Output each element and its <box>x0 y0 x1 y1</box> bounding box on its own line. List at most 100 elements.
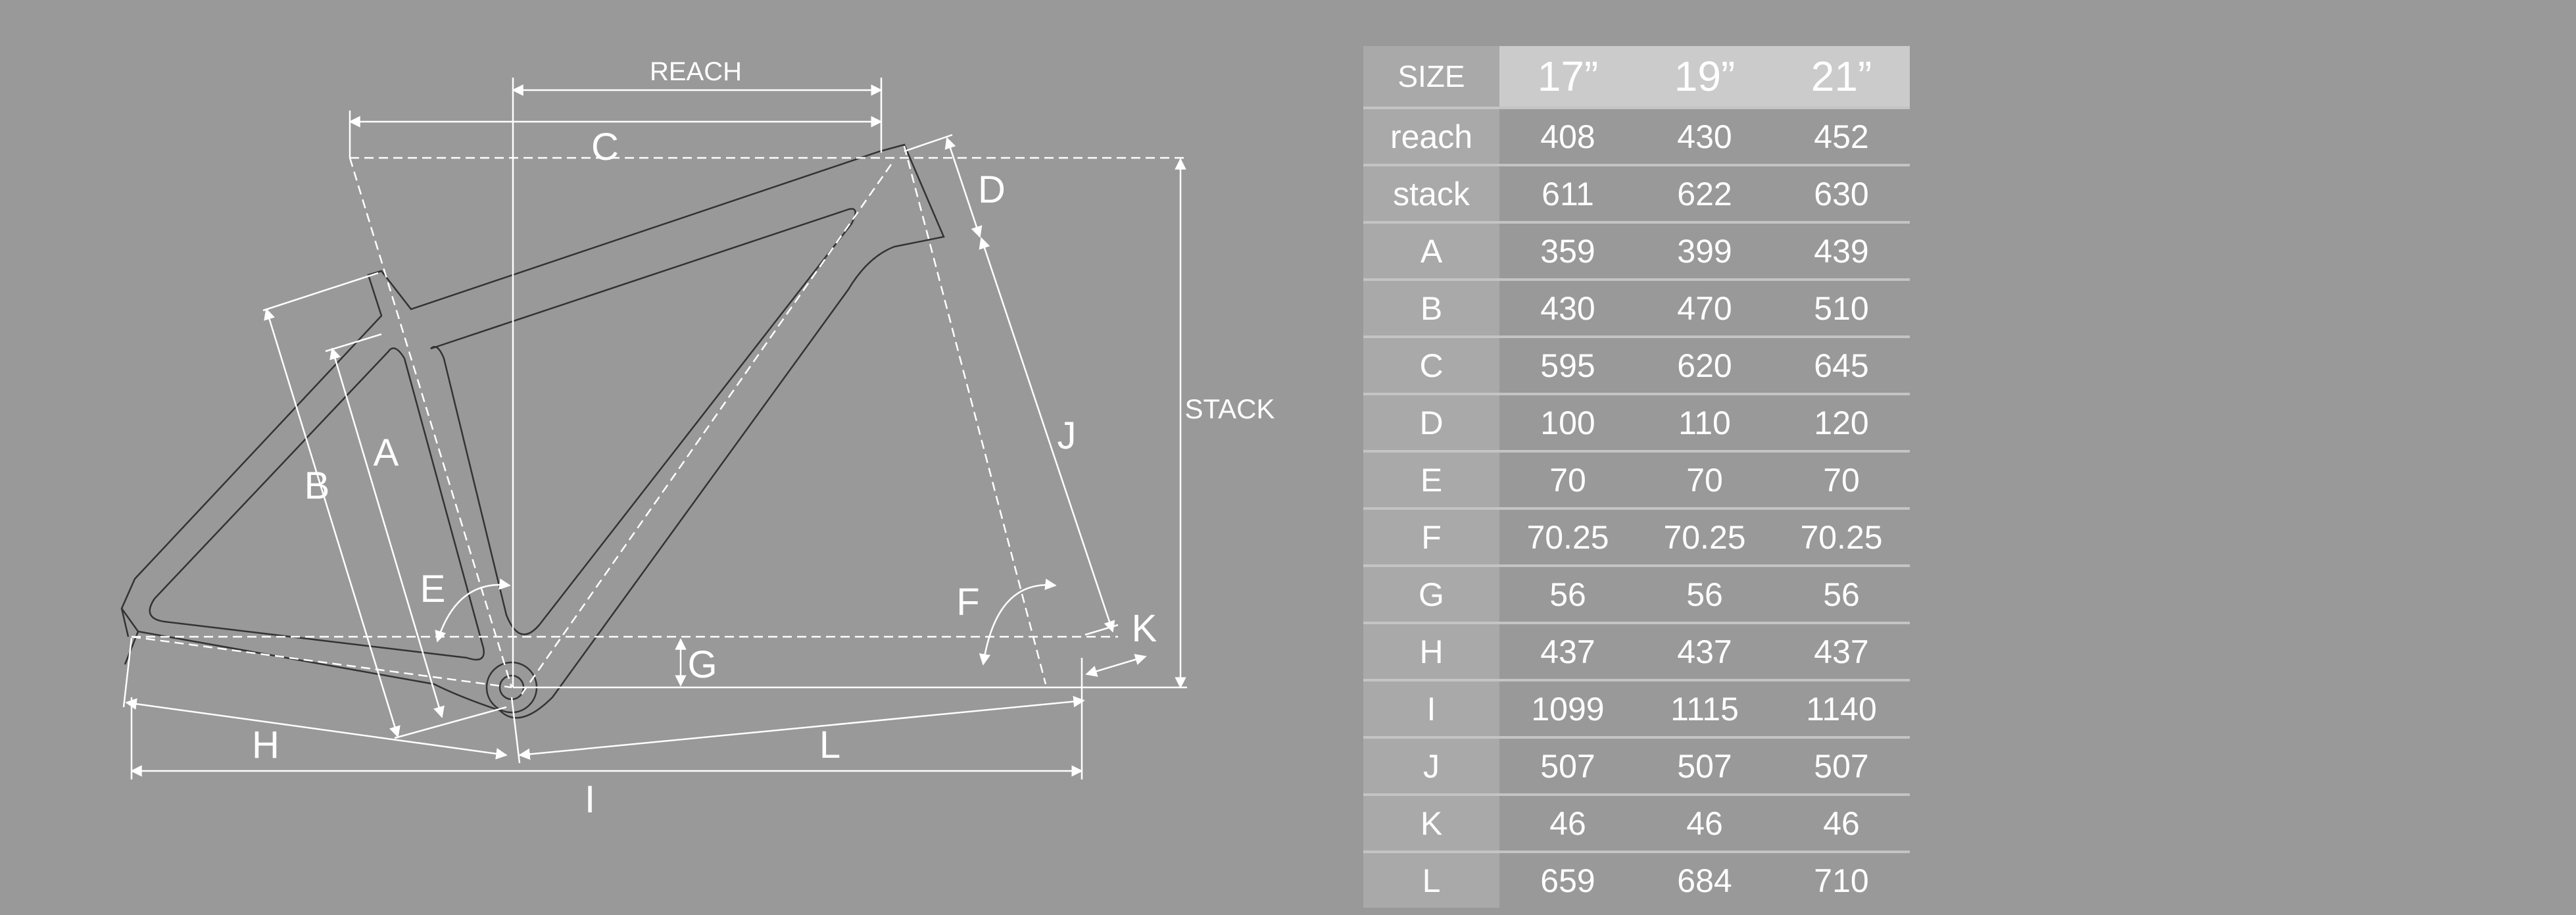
label-b: B <box>304 464 330 507</box>
table-cell: 56 <box>1773 564 1910 623</box>
table-cell: 1140 <box>1773 679 1910 737</box>
label-d: D <box>978 168 1006 211</box>
label-g: G <box>687 643 717 686</box>
size-column-17: 17” <box>1499 46 1636 108</box>
table-cell: 507 <box>1636 736 1773 795</box>
table-cell: 684 <box>1636 851 1773 908</box>
label-c: C <box>591 126 619 168</box>
label-k: K <box>1132 607 1157 650</box>
j-line <box>979 237 1115 633</box>
table-cell: 359 <box>1499 221 1636 280</box>
row-label: reach <box>1363 107 1499 165</box>
table-cell: 46 <box>1636 793 1773 852</box>
table-cell: 70.25 <box>1636 507 1773 566</box>
frame-geometry-diagram: REACH C D STACK J A B E F K G H L I <box>120 57 1275 821</box>
b-tick-top <box>262 272 379 312</box>
table-cell: 430 <box>1636 107 1773 165</box>
h-line <box>125 698 508 760</box>
table-cell: 437 <box>1499 622 1636 680</box>
row-label: G <box>1363 564 1499 623</box>
label-h: H <box>252 724 279 766</box>
size-header: SIZE <box>1363 46 1499 108</box>
table-cell: 430 <box>1499 278 1636 337</box>
table-cell: 507 <box>1773 736 1910 795</box>
label-f: F <box>956 581 979 624</box>
row-label: A <box>1363 221 1499 280</box>
label-i: I <box>585 778 595 821</box>
i-tick-center <box>510 697 521 764</box>
table-cell: 408 <box>1499 107 1636 165</box>
table-cell: 439 <box>1773 221 1910 280</box>
d-tick-top <box>904 134 953 153</box>
table-cell: 622 <box>1636 164 1773 222</box>
row-label: K <box>1363 793 1499 852</box>
front-triangle-cutout <box>430 208 856 635</box>
table-cell: 611 <box>1499 164 1636 222</box>
table-cell: 710 <box>1773 851 1910 908</box>
b-line <box>264 308 401 738</box>
dimension-lines <box>122 78 1187 779</box>
k-line <box>1085 654 1147 677</box>
table-cell: 70 <box>1773 450 1910 508</box>
dashed-chainstay-line <box>131 635 512 689</box>
b-tick-bottom <box>394 706 507 739</box>
d-line <box>944 137 983 238</box>
table-cell: 120 <box>1773 393 1910 451</box>
label-reach: REACH <box>650 57 742 86</box>
table-cell: 510 <box>1773 278 1910 337</box>
bike-frame <box>120 143 945 719</box>
table-cell: 470 <box>1636 278 1773 337</box>
label-j: J <box>1057 414 1077 457</box>
row-label: C <box>1363 335 1499 394</box>
table-cell: 437 <box>1636 622 1773 680</box>
table-cell: 437 <box>1773 622 1910 680</box>
label-l: L <box>819 724 840 766</box>
a-line <box>329 347 445 718</box>
row-label: H <box>1363 622 1499 680</box>
table-cell: 452 <box>1773 107 1910 165</box>
k-tick <box>1084 624 1119 636</box>
f-angle-arc <box>979 578 1057 666</box>
table-cell: 70.25 <box>1499 507 1636 566</box>
row-label: stack <box>1363 164 1499 222</box>
label-stack: STACK <box>1185 393 1275 424</box>
row-label: J <box>1363 736 1499 795</box>
size-column-21: 21” <box>1773 46 1910 108</box>
label-e: E <box>420 568 446 610</box>
table-cell: 507 <box>1499 736 1636 795</box>
table-cell: 630 <box>1773 164 1910 222</box>
table-cell: 595 <box>1499 335 1636 394</box>
row-label: L <box>1363 851 1499 908</box>
table-cell: 659 <box>1499 851 1636 908</box>
row-label: B <box>1363 278 1499 337</box>
row-label: E <box>1363 450 1499 508</box>
table-cell: 70 <box>1636 450 1773 508</box>
row-label: I <box>1363 679 1499 737</box>
row-label: D <box>1363 393 1499 451</box>
e-angle-arc <box>435 578 511 643</box>
h-tick-left <box>122 637 133 708</box>
table-cell: 70 <box>1499 450 1636 508</box>
table-cell: 56 <box>1636 564 1773 623</box>
table-cell: 100 <box>1499 393 1636 451</box>
row-label: F <box>1363 507 1499 566</box>
table-cell: 1115 <box>1636 679 1773 737</box>
table-cell: 399 <box>1636 221 1773 280</box>
label-a: A <box>374 432 399 474</box>
dimension-labels: REACH C D STACK J A B E F K G H L I <box>252 57 1275 821</box>
table-cell: 645 <box>1773 335 1910 394</box>
